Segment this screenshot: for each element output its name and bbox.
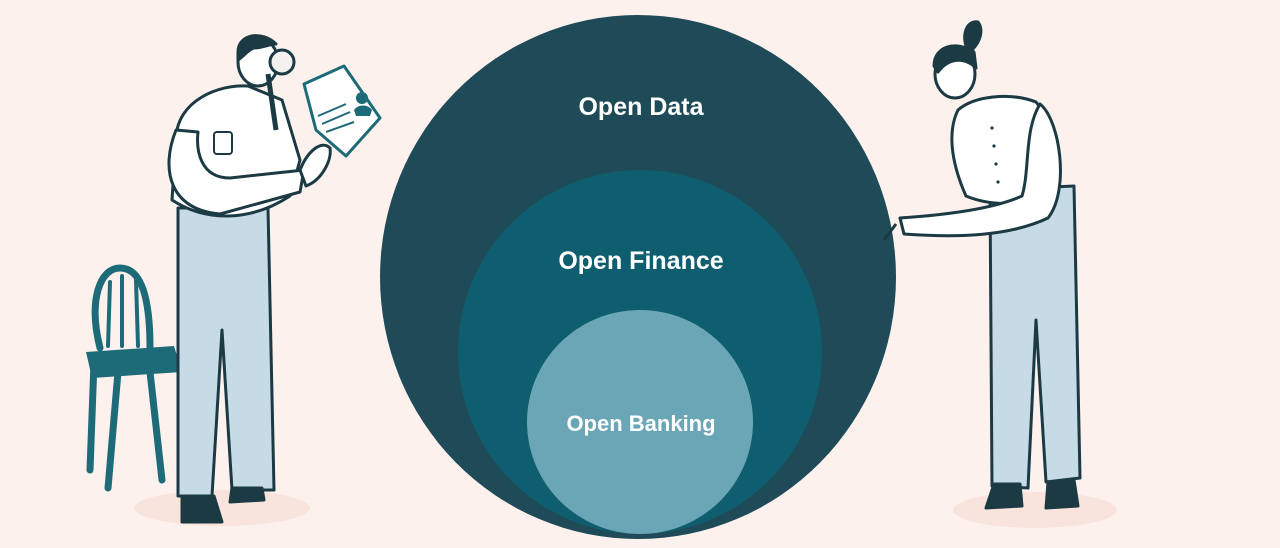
chair: [86, 264, 166, 492]
floor-shadow-left: [134, 490, 310, 526]
man-pants: [176, 206, 276, 498]
label-open-data: Open Data: [578, 93, 704, 121]
man-hair: [236, 34, 278, 62]
magnifier-icon: [268, 48, 296, 76]
document-icon: [302, 64, 382, 158]
man-shoe-left: [180, 494, 224, 524]
woman-arm: [898, 102, 1062, 238]
man-shoe-right: [228, 486, 266, 504]
woman-hair: [932, 44, 978, 74]
man-with-document-figure: [167, 34, 382, 524]
woman-shoe-right: [1044, 478, 1080, 510]
woman-shoe-left: [984, 482, 1024, 510]
chair-seat: [86, 346, 182, 378]
circle-open-banking: [527, 310, 753, 534]
label-open-banking: Open Banking: [566, 411, 715, 436]
man-hand: [298, 143, 332, 188]
woman-pointing-figure: [882, 20, 1082, 510]
pen-icon: [882, 223, 898, 241]
man-pocket: [213, 131, 233, 155]
man-arm: [167, 128, 306, 216]
woman-hair-bun: [963, 20, 983, 52]
floor-shadow-right: [953, 492, 1117, 528]
label-open-finance: Open Finance: [558, 247, 723, 275]
